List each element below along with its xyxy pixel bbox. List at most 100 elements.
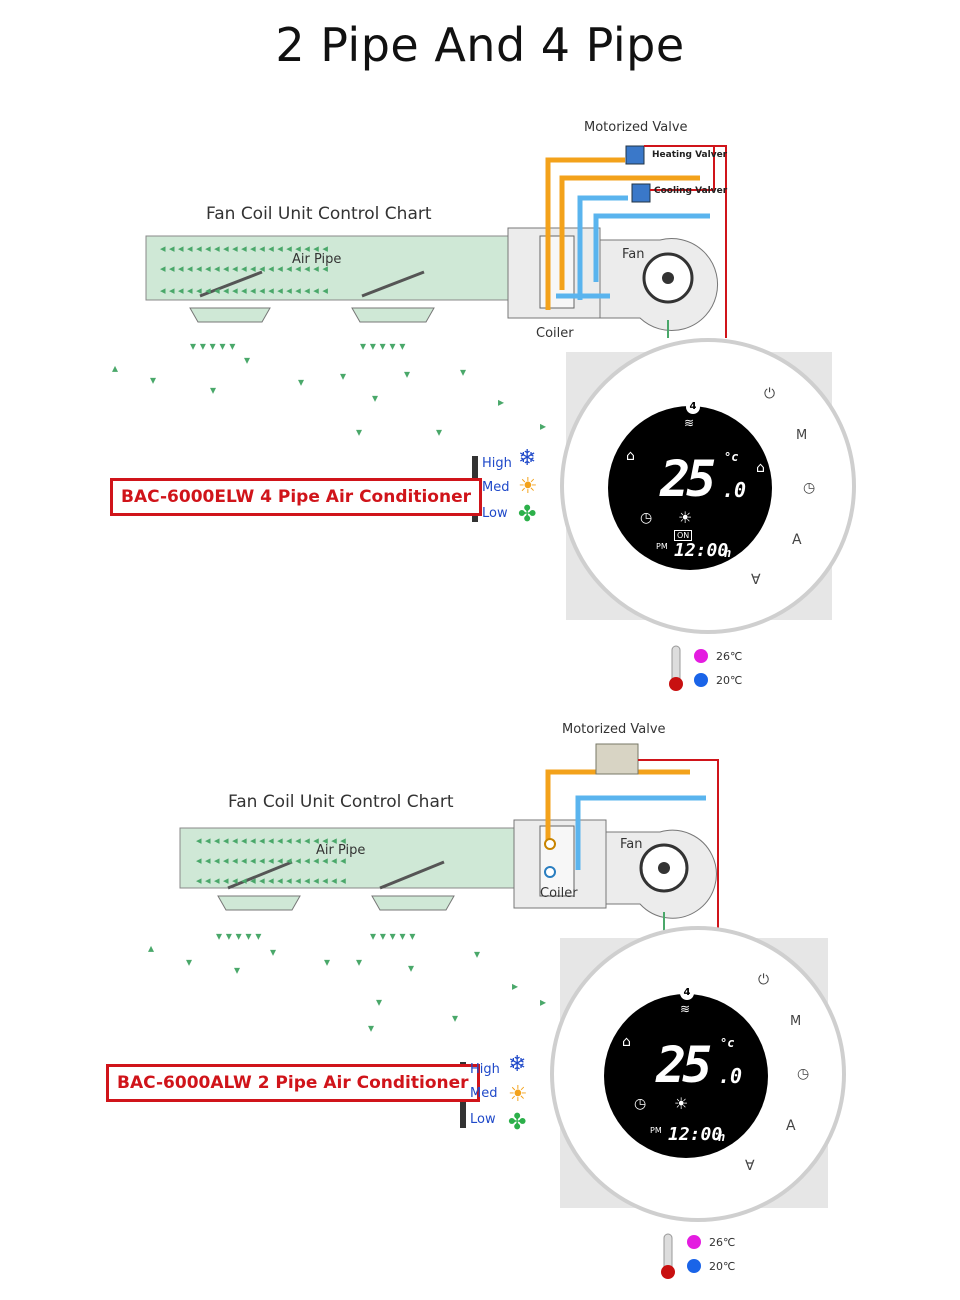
lcd-badge: 4: [680, 986, 694, 1000]
lcd-time: 12:00: [668, 1124, 723, 1145]
air-duct: [145, 235, 509, 301]
svg-text:▾: ▾: [404, 367, 410, 381]
two-pipe-section: ◂ ◂ ◂ ◂ ◂ ◂ ◂ ◂ ◂ ◂ ◂ ◂ ◂ ◂ ◂ ◂ ◂ ◂ ◂ ◂ …: [0, 600, 960, 1279]
heat-icon: ≋: [684, 416, 695, 430]
lcd-temperature-decimal: .0: [722, 478, 747, 502]
room-airflow-arrows: ▾ ▾ ▾ ▾ ▾▾ ▾ ▾ ▾ ▾ ▴▾▾▾ ▾▾▾▾ ▾▾▾▸▸: [112, 339, 546, 439]
thermometer-icon: [661, 1265, 675, 1279]
svg-text:◂ ◂ ◂ ◂ ◂ ◂ ◂ ◂ ◂ ◂ ◂ ◂ ◂ ◂ ◂: ◂ ◂ ◂ ◂ ◂ ◂ ◂ ◂ ◂ ◂ ◂ ◂ ◂ ◂ ◂ ◂ ◂ ◂ ◂: [160, 262, 328, 275]
svg-text:▾: ▾: [186, 955, 192, 969]
temp-low-dot: [694, 673, 708, 687]
speed-low: Low: [470, 1112, 496, 1127]
cooling-pipes: [556, 195, 710, 300]
pm-label: PM: [650, 1126, 662, 1135]
chart-title: Fan Coil Unit Control Chart: [228, 792, 454, 812]
speed-high: High: [482, 456, 512, 471]
fan-speed-icon: ✤: [508, 1110, 527, 1135]
lcd-unit: °c: [720, 1036, 735, 1050]
diffuser-left: [217, 860, 301, 911]
sun-icon: ☀: [508, 1082, 528, 1107]
speed-med: Med: [470, 1086, 498, 1101]
svg-text:◂ ◂ ◂ ◂ ◂ ◂ ◂ ◂ ◂ ◂ ◂ ◂ ◂ ◂ ◂: ◂ ◂ ◂ ◂ ◂ ◂ ◂ ◂ ◂ ◂ ◂ ◂ ◂ ◂ ◂ ◂ ◂: [196, 854, 346, 867]
cooling-valve-body: [631, 183, 651, 203]
temp-high-dot: [687, 1235, 701, 1249]
heating-valve-label: Heating Valver: [652, 150, 728, 160]
temp-low-label: 20℃: [716, 674, 743, 687]
lcd-sun-icon: ☀: [678, 508, 693, 527]
down-button[interactable]: ∀: [751, 572, 761, 588]
clock-button[interactable]: ◷: [803, 480, 816, 496]
temp-high-dot: [694, 649, 708, 663]
speed-high: High: [470, 1062, 500, 1077]
svg-text:▾: ▾: [408, 961, 414, 975]
clock-button[interactable]: ◷: [797, 1066, 810, 1082]
svg-text:▾: ▾: [150, 373, 156, 387]
up-button[interactable]: A: [786, 1118, 796, 1134]
air-pipe-label: Air Pipe: [292, 252, 342, 267]
snowflake-icon: ❄: [508, 1052, 527, 1077]
lcd-temperature-decimal: .0: [718, 1064, 743, 1088]
snowflake-icon: ❄: [518, 446, 537, 471]
svg-text:▾: ▾: [452, 1011, 458, 1025]
motorized-valve-body: [595, 743, 639, 775]
svg-text:◂ ◂ ◂ ◂ ◂ ◂ ◂ ◂ ◂ ◂ ◂ ◂ ◂ ◂ ◂: ◂ ◂ ◂ ◂ ◂ ◂ ◂ ◂ ◂ ◂ ◂ ◂ ◂ ◂ ◂ ◂ ◂ ◂ ◂: [160, 284, 328, 297]
svg-text:▾: ▾: [270, 945, 276, 959]
svg-text:▾: ▾: [372, 391, 378, 405]
thermometer-icon: [669, 677, 683, 691]
mode-button[interactable]: M: [796, 428, 808, 443]
motorized-valve-label: Motorized Valve: [562, 722, 666, 737]
svg-text:▾: ▾: [244, 353, 250, 367]
svg-text:▾: ▾: [356, 955, 362, 969]
lcd-time: 12:00: [674, 540, 729, 561]
four-pipe-diagram: ◂ ◂ ◂ ◂ ◂ ◂ ◂ ◂ ◂ ◂ ◂ ◂ ◂ ◂ ◂ ◂ ◂ ◂ ◂ ◂ …: [112, 145, 856, 691]
control-wiring: [644, 145, 727, 338]
svg-text:▴: ▴: [148, 941, 154, 955]
up-button[interactable]: A: [792, 532, 802, 548]
mode-button[interactable]: M: [790, 1014, 802, 1029]
svg-text:▾: ▾: [368, 1021, 374, 1035]
four-pipe-section: ◂ ◂ ◂ ◂ ◂ ◂ ◂ ◂ ◂ ◂ ◂ ◂ ◂ ◂ ◂ ◂ ◂ ◂ ◂ ◂ …: [0, 0, 960, 691]
lcd-screen: [604, 994, 768, 1158]
svg-text:▾: ▾: [356, 425, 362, 439]
duct-airflow-arrows: ◂ ◂ ◂ ◂ ◂ ◂ ◂ ◂ ◂ ◂ ◂ ◂ ◂ ◂ ◂ ◂ ◂ ◂ ◂ ◂ …: [196, 834, 346, 887]
temp-low-label: 20℃: [709, 1260, 736, 1273]
cooling-pipe: [575, 795, 706, 870]
away-icon: ⌂: [756, 460, 765, 476]
model-label: BAC-6000ELW 4 Pipe Air Conditioner: [110, 478, 482, 516]
svg-text:▸: ▸: [512, 979, 518, 993]
svg-text:◂ ◂ ◂ ◂ ◂ ◂ ◂ ◂ ◂ ◂ ◂ ◂ ◂ ◂ ◂: ◂ ◂ ◂ ◂ ◂ ◂ ◂ ◂ ◂ ◂ ◂ ◂ ◂ ◂ ◂ ◂ ◂: [196, 834, 346, 847]
svg-text:▸: ▸: [540, 995, 546, 1009]
air-pipe-label: Air Pipe: [316, 843, 366, 858]
air-duct: [179, 827, 515, 889]
home-icon: ⌂: [626, 448, 635, 464]
svg-text:◂ ◂ ◂ ◂ ◂ ◂ ◂ ◂ ◂ ◂ ◂ ◂ ◂ ◂ ◂: ◂ ◂ ◂ ◂ ◂ ◂ ◂ ◂ ◂ ◂ ◂ ◂ ◂ ◂ ◂ ◂ ◂ ◂ ◂: [160, 242, 328, 255]
lcd-badge: 4: [686, 400, 700, 414]
lcd-temperature: 25: [656, 1036, 712, 1094]
power-button[interactable]: ⏻: [764, 386, 776, 402]
fan-label: Fan: [622, 247, 645, 262]
power-button[interactable]: ⏻: [758, 972, 770, 988]
heating-pipe: [545, 769, 690, 844]
control-wiring: [638, 759, 719, 934]
on-badge: ON: [674, 530, 693, 541]
motorized-valve-label: Motorized Valve: [584, 120, 688, 135]
duct-airflow-arrows: ◂ ◂ ◂ ◂ ◂ ◂ ◂ ◂ ◂ ◂ ◂ ◂ ◂ ◂ ◂ ◂ ◂ ◂ ◂ ◂ …: [160, 242, 328, 297]
pm-label: PM: [656, 542, 668, 551]
speed-med: Med: [482, 480, 510, 495]
down-button[interactable]: ∀: [745, 1158, 755, 1174]
chart-title: Fan Coil Unit Control Chart: [206, 204, 432, 224]
lcd-temperature: 25: [660, 450, 716, 508]
svg-text:▸: ▸: [540, 419, 546, 433]
room-airflow-arrows: ▾ ▾ ▾ ▾ ▾▾ ▾ ▾ ▾ ▾ ▴▾▾▾ ▾▾▾▾ ▾▾▾▸▸: [148, 929, 546, 1035]
lcd-h: h: [724, 546, 732, 560]
fan-label: Fan: [620, 837, 643, 852]
svg-text:▾: ▾: [340, 369, 346, 383]
sun-icon: ☀: [518, 474, 538, 499]
lcd-h: h: [718, 1130, 726, 1144]
lcd-screen: [608, 406, 772, 570]
fan-speed-icon: ✤: [518, 502, 537, 527]
page-title: 2 Pipe And 4 Pipe: [275, 18, 685, 72]
svg-text:▾: ▾: [210, 383, 216, 397]
temp-high-label: 26℃: [709, 1236, 736, 1249]
svg-text:◂ ◂ ◂ ◂ ◂ ◂ ◂ ◂ ◂ ◂ ◂ ◂ ◂ ◂ ◂: ◂ ◂ ◂ ◂ ◂ ◂ ◂ ◂ ◂ ◂ ◂ ◂ ◂ ◂ ◂ ◂ ◂: [196, 874, 346, 887]
